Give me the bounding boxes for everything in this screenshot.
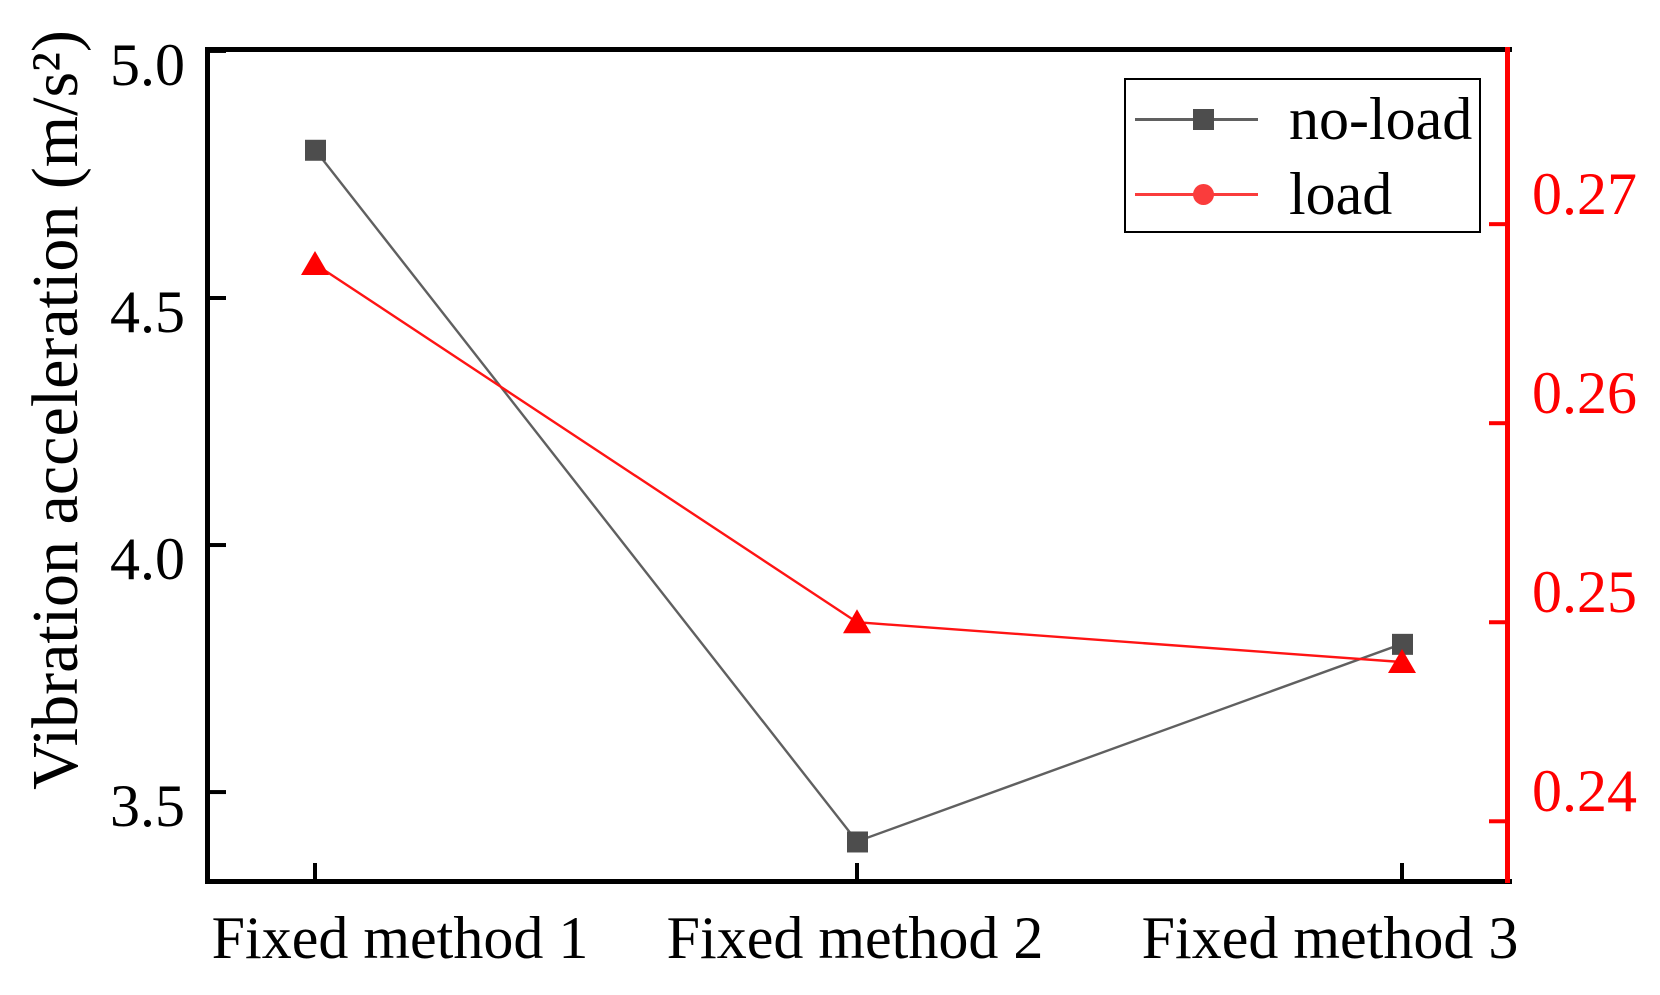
left-tick-label: 5.0 <box>110 31 185 98</box>
circle-marker-icon <box>1193 184 1214 205</box>
left-tick-label: 4.5 <box>110 278 185 345</box>
x-category-label-2: Fixed method 2 <box>666 905 1044 971</box>
no-load-marker <box>1392 633 1413 655</box>
load-marker <box>843 609 871 634</box>
load-marker <box>1388 649 1416 674</box>
left-tick-label: 3.5 <box>110 773 185 840</box>
legend-entry-load: load <box>1126 164 1479 224</box>
legend-label-no-load: no-load <box>1289 86 1473 152</box>
load-line <box>314 262 1403 664</box>
load-legend-sample <box>1135 164 1258 224</box>
no-load-marker <box>847 831 868 853</box>
left-tick-label: 4.0 <box>110 526 185 593</box>
no-load-line <box>314 149 1403 843</box>
right-tick-label: 0.26 <box>1532 360 1637 427</box>
x-category-label-1: Fixed method 1 <box>211 905 589 971</box>
legend-entry-no-load: no-load <box>1126 89 1479 149</box>
x-category-label-3: Fixed method 3 <box>1141 905 1519 971</box>
no-load-marker <box>305 139 326 161</box>
legend-box: no-load load <box>1124 78 1481 233</box>
y-axis-title: Vibration acceleration (m/s²) <box>19 30 92 790</box>
right-tick-label: 0.25 <box>1532 559 1637 626</box>
legend-label-load: load <box>1289 161 1393 227</box>
right-tick-label: 0.27 <box>1532 161 1637 228</box>
square-marker-icon <box>1193 109 1214 130</box>
right-tick-label: 0.24 <box>1532 758 1637 825</box>
no-load-legend-sample <box>1135 89 1258 149</box>
load-marker <box>301 250 329 275</box>
